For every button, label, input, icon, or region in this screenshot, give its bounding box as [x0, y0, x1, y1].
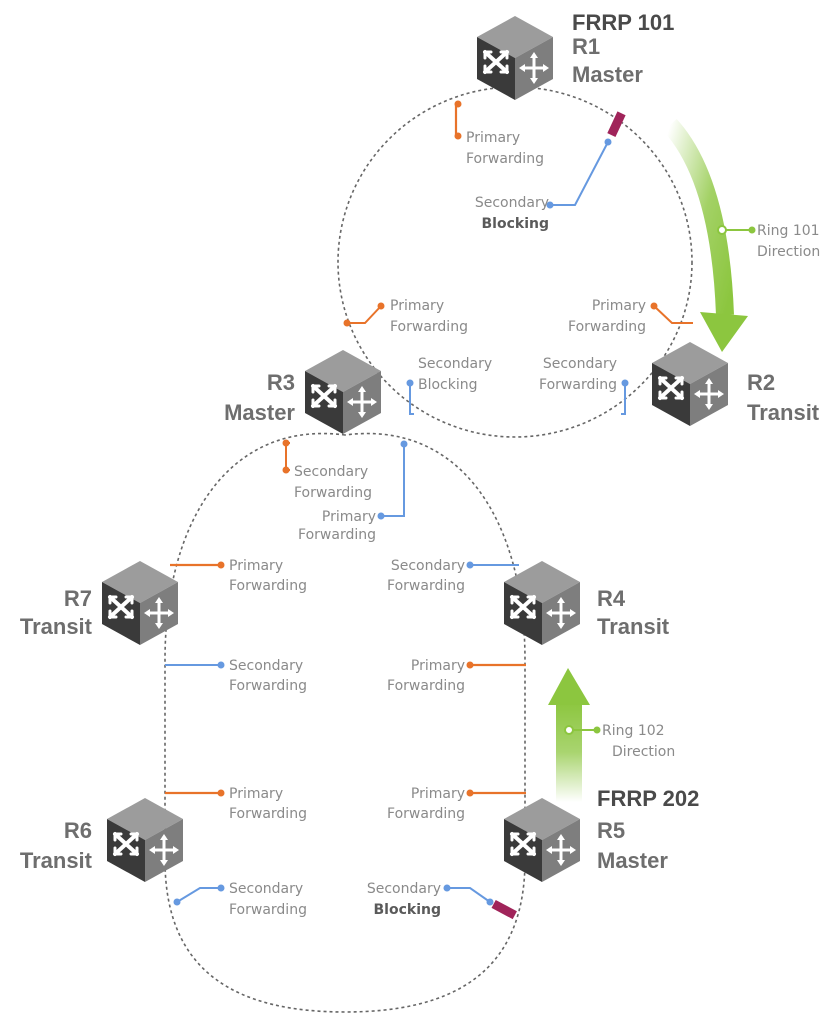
r2-secondary-leader — [621, 383, 626, 415]
node-r7-name: R7 — [64, 586, 92, 611]
r1-primary-label-l1: Primary — [466, 130, 520, 146]
node-r6: R6 Transit — [20, 796, 185, 884]
node-r6-role: Transit — [20, 848, 93, 873]
switch-icon — [475, 14, 555, 102]
r6-primary-label-l1: Primary — [229, 786, 283, 802]
r3-secondary-bottom-leader — [285, 442, 290, 471]
r3-primary-top-label-l2: Forwarding — [390, 319, 468, 335]
node-r3-role: Master — [224, 400, 295, 425]
r2-secondary-label-l2: Forwarding — [539, 377, 617, 393]
r5-secondary-label-l2: Blocking — [374, 902, 441, 918]
node-r7-role: Transit — [20, 614, 93, 639]
r4-primary-label-l1: Primary — [411, 658, 465, 674]
ring-101-direction-arrow — [663, 118, 748, 352]
r7-secondary-label-l1: Secondary — [229, 658, 303, 674]
node-r1-role: Master — [572, 62, 643, 87]
r7-primary-label-l1: Primary — [229, 558, 283, 574]
r3-primary-bottom-label-l2: Forwarding — [298, 527, 376, 543]
r5-primary-label-l2: Forwarding — [387, 806, 465, 822]
ring-102-direction-label-l2: Direction — [612, 744, 675, 760]
r6-primary-label-l2: Forwarding — [229, 806, 307, 822]
r1-secondary-label-l2: Blocking — [482, 216, 549, 232]
r2-primary-label-l2: Forwarding — [568, 319, 646, 335]
port-leaders — [165, 100, 693, 920]
r4-primary-label-l2: Forwarding — [387, 678, 465, 694]
node-r3-name: R3 — [267, 370, 295, 395]
ring-202-title: FRRP 202 — [597, 786, 699, 811]
r1-primary-leader — [454, 102, 461, 138]
r3-secondary-bottom-label-l2: Forwarding — [294, 485, 372, 501]
node-r4: R4 Transit — [502, 559, 670, 647]
r2-primary-label-l1: Primary — [592, 298, 646, 314]
port-labels: Primary Forwarding Secondary Blocking Pr… — [229, 130, 646, 918]
r1-primary-label-l2: Forwarding — [466, 151, 544, 167]
r1-secondary-leader — [550, 141, 609, 206]
switch-icon — [105, 796, 185, 884]
node-r4-role: Transit — [597, 614, 670, 639]
ring-101-direction-label-l2: Direction — [757, 244, 820, 260]
r3-primary-top-leader — [347, 305, 382, 324]
node-r4-name: R4 — [597, 586, 626, 611]
r2-secondary-label-l1: Secondary — [543, 356, 617, 372]
r1-secondary-label-l1: Secondary — [475, 195, 549, 211]
switch-icon — [100, 559, 180, 647]
r3-secondary-top-label-l1: Secondary — [418, 356, 492, 372]
ring-101-title: FRRP 101 — [572, 10, 674, 35]
r4-secondary-label-l2: Forwarding — [387, 578, 465, 594]
direction-leaders — [564, 225, 756, 735]
r3-primary-bottom-label-l1: Primary — [322, 509, 376, 525]
r1-blocked-port-marker — [607, 111, 626, 137]
r5-blocked-port-marker — [491, 899, 517, 920]
ring-202-path — [164, 432, 526, 1013]
switch-icon — [502, 796, 582, 884]
direction-labels: Ring 101 Direction Ring 102 Direction — [602, 223, 820, 760]
r5-secondary-leader — [447, 887, 491, 903]
node-r2-name: R2 — [747, 370, 775, 395]
r6-secondary-leader — [176, 887, 221, 903]
node-r1: FRRP 101 R1 Master — [475, 10, 674, 102]
r3-secondary-top-leader — [409, 383, 414, 415]
node-r7: R7 Transit — [20, 559, 180, 647]
r6-secondary-label-l2: Forwarding — [229, 902, 307, 918]
node-r5: FRRP 202 R5 Master — [502, 786, 699, 884]
ring-102-direction-label-l1: Ring 102 — [602, 723, 665, 739]
node-r1-name: R1 — [572, 34, 600, 59]
node-r3: R3 Master — [224, 348, 383, 436]
node-r2-role: Transit — [747, 400, 820, 425]
r2-primary-leader — [653, 305, 693, 324]
r3-secondary-bottom-label-l1: Secondary — [294, 464, 368, 480]
r3-primary-bottom-leader — [383, 444, 405, 517]
switch-icon — [650, 340, 730, 428]
r3-secondary-top-label-l2: Blocking — [418, 377, 478, 393]
node-r5-role: Master — [597, 848, 668, 873]
ring-102-direction-arrow — [548, 668, 590, 802]
r7-secondary-label-l2: Forwarding — [229, 678, 307, 694]
r5-secondary-label-l1: Secondary — [367, 881, 441, 897]
node-r5-name: R5 — [597, 818, 625, 843]
r3-primary-top-label-l1: Primary — [390, 298, 444, 314]
r6-secondary-label-l1: Secondary — [229, 881, 303, 897]
node-r6-name: R6 — [64, 818, 92, 843]
ring-101-direction-label-l1: Ring 101 — [757, 223, 820, 239]
r5-primary-label-l1: Primary — [411, 786, 465, 802]
node-r2: R2 Transit — [650, 340, 820, 428]
r4-secondary-label-l1: Secondary — [391, 558, 465, 574]
r7-primary-label-l2: Forwarding — [229, 578, 307, 594]
